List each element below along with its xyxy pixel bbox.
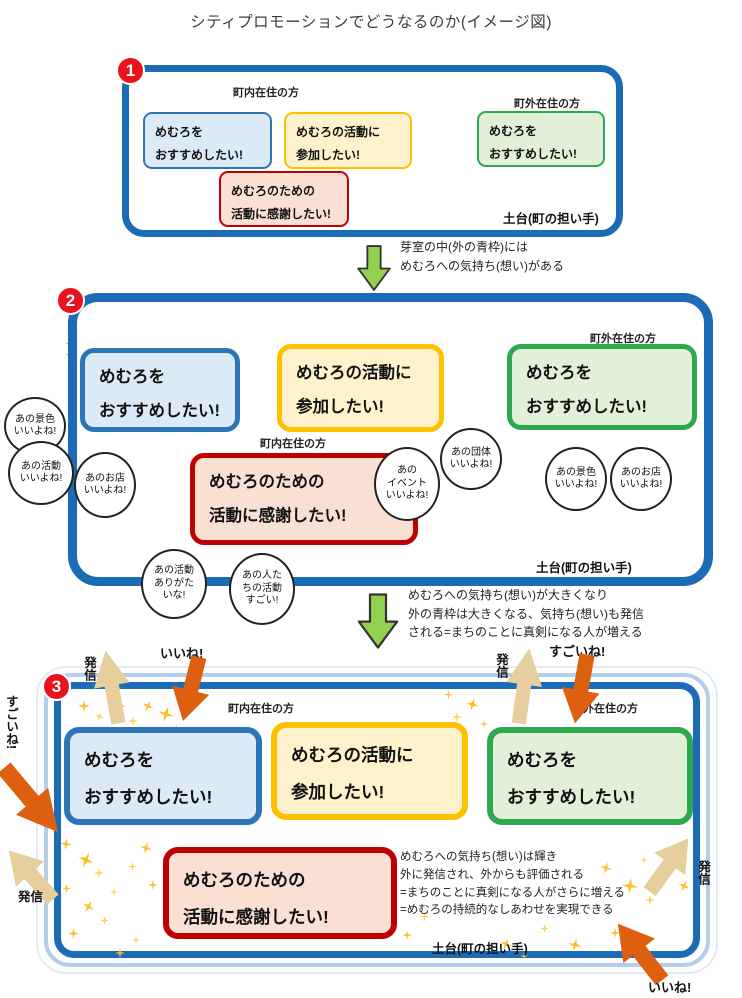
sparkle-icon — [62, 884, 71, 893]
speech-bubble: あの活動 ありがた いな! — [141, 549, 207, 619]
step3-recommend-in-box: めむろを おすすめしたい! — [64, 727, 262, 825]
step3-resident-in-label: 町内在住の方 — [228, 703, 294, 715]
step3-recommend-out-box: めむろを おすすめしたい! — [487, 727, 693, 825]
sparkle-icon — [420, 912, 429, 921]
step3-note: めむろへの気持ち(想い)は輝き 外に発信され、外からも評価される =まちのことに… — [400, 851, 625, 917]
speech-bubble: あの イベント いいよね! — [374, 447, 440, 521]
step1-foundation-label: 土台(町の担い手) — [503, 212, 599, 226]
step2-resident-in-label: 町内在住の方 — [260, 438, 326, 450]
speech-bubble: あの活動 いいよね! — [8, 441, 74, 505]
sparkle-icon — [115, 948, 125, 958]
like-label-bottom-right: いいね! — [648, 980, 692, 995]
sparkle-icon — [128, 862, 137, 871]
speech-bubble: あのお店 いいよね! — [610, 447, 672, 511]
speech-bubble: あの人た ちの活動 すごい! — [229, 553, 295, 625]
step3-participate-box: めむろの活動に 参加したい! — [271, 722, 468, 820]
step1-badge: 1 — [116, 56, 145, 85]
step1-recommend-out-box: めむろを おすすめしたい! — [477, 111, 605, 167]
sparkle-icon — [110, 888, 118, 896]
step1-participate-box: めむろの活動に 参加したい! — [284, 112, 412, 169]
sparkle-icon — [128, 716, 138, 726]
sparkle-icon — [68, 928, 79, 939]
step2-badge: 2 — [56, 286, 85, 315]
down-arrow-icon — [357, 593, 399, 649]
step2-to-3-caption: めむろへの気持ち(想い)が大きくなり 外の青枠は大きくなる、気持ち(想い)も発信… — [408, 588, 644, 640]
sparkle-icon — [452, 712, 462, 722]
step2-resident-out-label: 町外在住の方 — [590, 333, 656, 345]
sparkle-icon — [520, 952, 528, 960]
broadcast-label-left: 発信 — [18, 890, 44, 904]
sparkle-icon — [444, 690, 453, 699]
sparkle-icon — [402, 930, 412, 940]
step1-to-2-caption: 芽室の中(外の青枠)には めむろへの気持ち(想い)がある — [400, 240, 564, 273]
step1-recommend-in-box: めむろを おすすめしたい! — [143, 112, 272, 169]
sparkle-icon — [94, 868, 104, 878]
step2-participate-box: めむろの活動に 参加したい! — [277, 344, 444, 432]
step1-resident-out-label: 町外在住の方 — [514, 98, 580, 110]
step1-resident-in-label: 町内在住の方 — [233, 87, 299, 99]
speech-bubble: あのお店 いいよね! — [74, 452, 136, 518]
sparkle-icon — [100, 916, 109, 925]
broadcast-label-top-right: 発信 — [494, 653, 508, 678]
sparkle-icon — [480, 720, 488, 728]
great-label-top-right: すごいね! — [549, 644, 606, 659]
sparkle-icon — [540, 924, 549, 933]
sparkle-icon — [645, 895, 655, 905]
step3-thanks-box: めむろのための 活動に感謝したい! — [163, 847, 397, 939]
step3-foundation-label: 土台(町の担い手) — [432, 942, 528, 956]
page-title: シティプロモーションでどうなるのか(イメージ図) — [190, 14, 552, 31]
sparkle-icon — [610, 928, 620, 938]
great-label-left: すごいね! — [4, 695, 18, 750]
down-arrow-icon — [357, 245, 391, 291]
step2-foundation-label: 土台(町の担い手) — [536, 561, 632, 575]
step2-recommend-out-box: めむろを おすすめしたい! — [507, 344, 697, 430]
speech-bubble: あの景色 いいよね! — [545, 447, 607, 511]
speech-bubble: あの団体 いいよね! — [440, 428, 502, 490]
step1-thanks-box: めむろのための 活動に感謝したい! — [219, 171, 349, 227]
broadcast-label-top-left: 発信 — [82, 656, 96, 681]
step2-recommend-in-box: めむろを おすすめしたい! — [80, 348, 240, 432]
sparkle-icon — [640, 856, 648, 864]
sparkle-icon — [148, 880, 158, 890]
broadcast-label-right: 発信 — [696, 860, 710, 885]
step3-badge: 3 — [42, 672, 71, 701]
sparkle-icon — [132, 936, 140, 944]
